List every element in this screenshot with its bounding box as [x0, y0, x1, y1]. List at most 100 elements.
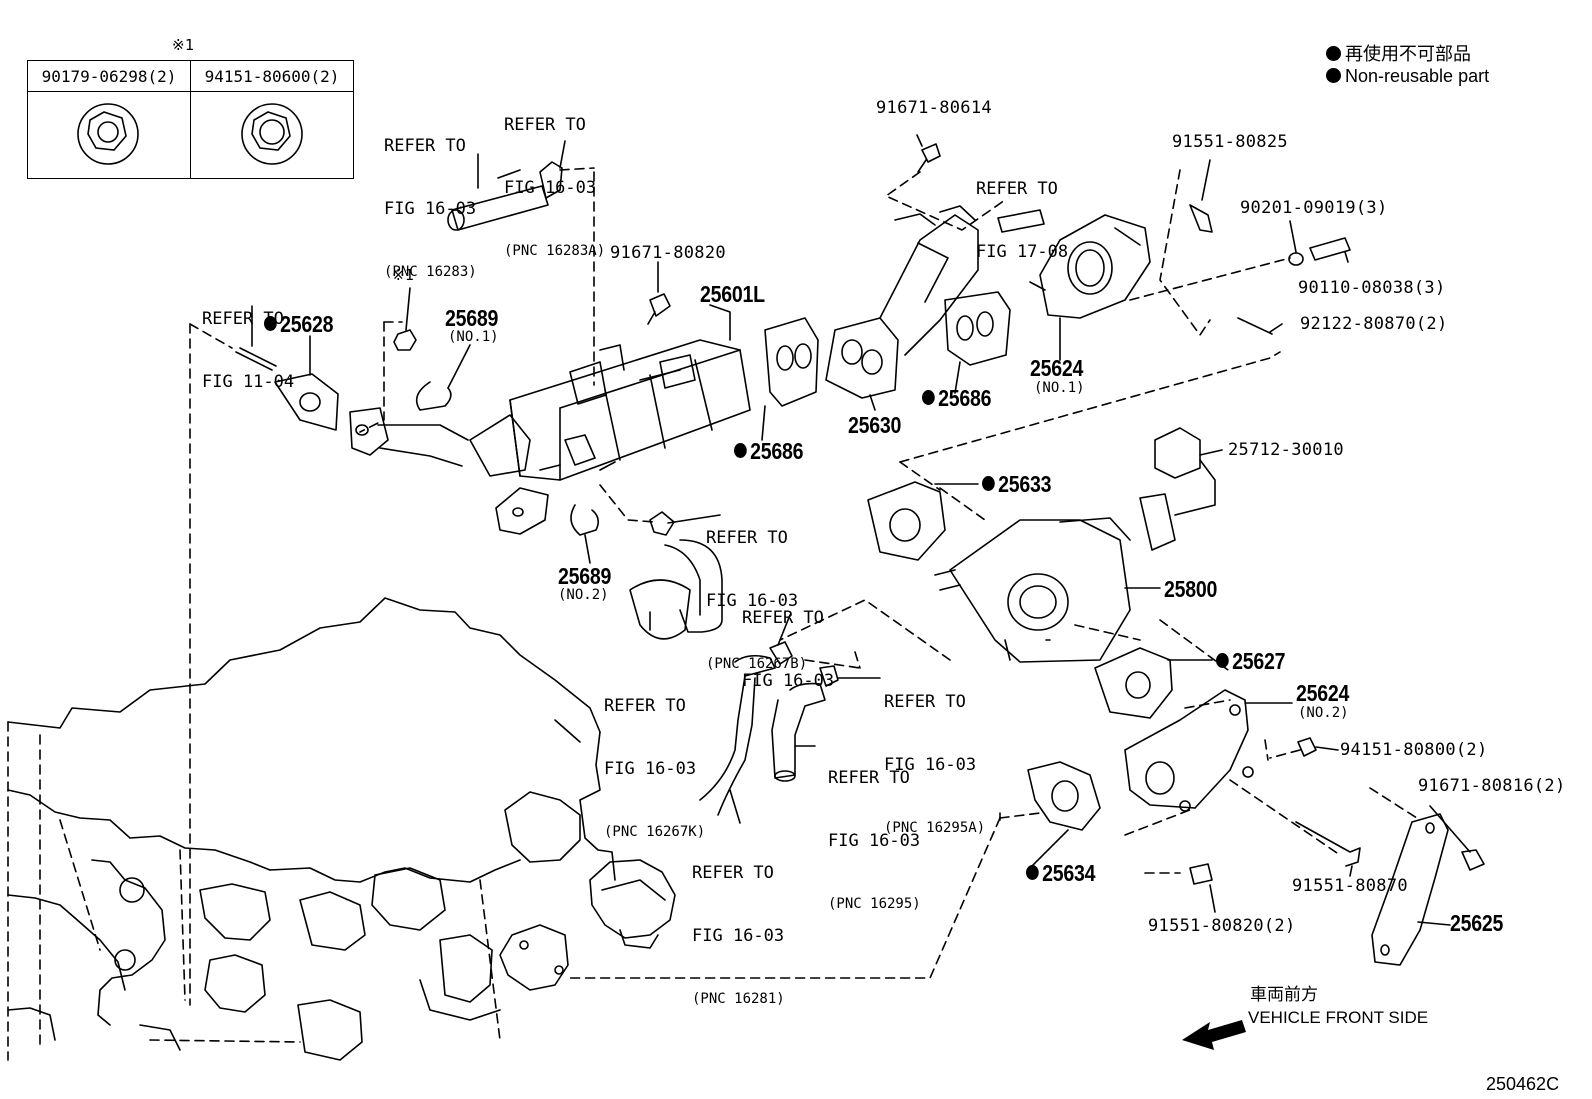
pn-91671-80614[interactable]: 91671-80614: [876, 98, 992, 118]
part-25601L[interactable]: 25601L: [700, 283, 765, 306]
ref-16-03[interactable]: REFER TO FIG 16-03: [742, 566, 834, 713]
fastener-col-2[interactable]: 94151-80600(2): [190, 60, 354, 92]
diagram-id: 250462C: [1486, 1074, 1560, 1094]
clamp-25689-no1: [415, 381, 452, 411]
hose-16295: [771, 665, 839, 782]
washer-90201: [1288, 252, 1304, 266]
vehicle-front-arrow-shape: [1182, 1020, 1246, 1050]
ref-16283A[interactable]: REFER TO FIG 16-03 (PNC 16283A): [504, 73, 605, 283]
part-label: 25800: [1164, 576, 1218, 602]
clamp-25689-no2: [570, 504, 600, 536]
part-25633[interactable]: 25633: [982, 473, 1052, 496]
part-25689-no2[interactable]: 25689: [558, 565, 611, 588]
non-reusable-icon: [264, 316, 277, 332]
engine-block-hidden-lines: [7, 721, 501, 1061]
ref-11-04[interactable]: REFER TO FIG 11-04: [202, 267, 294, 414]
part-25686-a[interactable]: 25686: [734, 438, 804, 464]
pn-91671-80816[interactable]: 91671-80816(2): [1418, 776, 1566, 796]
vehicle-front-jp: 車両前方: [1250, 985, 1318, 1004]
fastener-pic-1: [27, 91, 191, 179]
part-25628[interactable]: 25628: [264, 313, 334, 336]
legend-jp-text: 再使用不可部品: [1345, 44, 1471, 64]
engine-block-outline: [7, 597, 676, 1061]
pn-91671-80820[interactable]: 91671-80820: [610, 243, 726, 263]
ref-line: FIG 16-03: [504, 178, 597, 198]
ref-16281[interactable]: REFER TO FIG 16-03 (PNC 16281): [692, 821, 785, 1031]
fastener-pic-2: [190, 91, 354, 179]
sensor-25712: [1139, 427, 1216, 551]
part-25624-no2[interactable]: 25624: [1296, 682, 1349, 705]
elbow-25624-no1: [1029, 214, 1151, 319]
nut-94151-80800: [1297, 737, 1317, 757]
ref-16283[interactable]: REFER TO FIG 16-03 (PNC 16283): [384, 94, 477, 304]
pn-91551-80825[interactable]: 91551-80825: [1172, 132, 1288, 152]
bullet-icon: [1326, 45, 1341, 61]
part-25624-no1[interactable]: 25624: [1030, 357, 1083, 380]
part-25625[interactable]: 25625: [1450, 912, 1503, 935]
ref-pnc: (PNC 16281): [692, 991, 785, 1007]
ref-line: FIG 16-03: [384, 199, 477, 219]
gasket-25634-drawing: [1027, 761, 1101, 831]
ref-line: FIG 16-03: [742, 671, 835, 691]
part-label: 25686: [750, 438, 804, 464]
bolt-91551-80870: [1295, 821, 1361, 867]
ref-16295A[interactable]: REFER TO FIG 16-03 (PNC 16295A): [884, 650, 985, 860]
ref-pnc: (PNC 16295): [828, 896, 921, 912]
egr-valve-25630: [825, 205, 979, 399]
pn-91551-80870[interactable]: 91551-80870: [1292, 876, 1408, 896]
part-label: 25624: [1296, 680, 1350, 706]
part-25686-b[interactable]: 25686: [922, 385, 992, 411]
bolt-91551-80820: [1189, 863, 1213, 885]
part-label: 25686: [938, 385, 992, 411]
ref-17-08[interactable]: REFER TO FIG 17-08: [976, 137, 1068, 284]
non-reusable-icon: [982, 476, 995, 492]
ref-line: REFER TO: [828, 768, 910, 788]
pn-90110-08038[interactable]: 90110-08038(3): [1298, 278, 1446, 298]
pipe-25624-no2: [1124, 689, 1254, 812]
bullet-icon: [1326, 67, 1341, 83]
ref-16295[interactable]: REFER TO FIG 16-03 (PNC 16295): [828, 726, 921, 936]
fastener-table-marker: ※1: [172, 36, 195, 54]
stud-92122: [1237, 317, 1273, 335]
part-label: 25630: [848, 412, 902, 438]
ref-line: FIG 17-08: [976, 242, 1069, 262]
egr-valve-25800: [934, 517, 1131, 663]
pn-90201-09019[interactable]: 90201-09019(3): [1240, 198, 1388, 218]
ref-line: FIG 11-04: [202, 372, 295, 392]
bolt-91671-80820: [647, 293, 671, 325]
part-label: 25627: [1232, 648, 1286, 674]
ref-16267B[interactable]: REFER TO FIG 16-03 (PNC 16267B): [706, 486, 807, 696]
legend-en-text: Non-reusable part: [1345, 66, 1490, 86]
non-reusable-icon: [922, 390, 935, 406]
hose-16281: [699, 641, 793, 816]
stud-drawing: [235, 347, 277, 371]
bolt-91551-80825: [1189, 204, 1213, 233]
ref-line: REFER TO: [692, 863, 774, 883]
bolt-91671-80614: [917, 143, 941, 173]
ref-pnc: (PNC 16283A): [504, 243, 606, 259]
pn-94151-80800[interactable]: 94151-80800(2): [1340, 740, 1488, 760]
part-25689-no1[interactable]: 25689: [445, 307, 498, 330]
pn-91551-80820[interactable]: 91551-80820(2): [1148, 916, 1296, 936]
fastener-col-1[interactable]: 90179-06298(2): [27, 60, 191, 92]
legend-en: Non-reusable part: [1326, 66, 1489, 87]
part-25634[interactable]: 25634: [1026, 860, 1096, 886]
ref-pnc: (PNC 16267K): [604, 824, 706, 840]
ref-pnc: (PNC 16295A): [884, 820, 986, 836]
pn-92122-80870[interactable]: 92122-80870(2): [1300, 314, 1448, 334]
ref-line: FIG 16-03: [692, 926, 785, 946]
part-25800[interactable]: 25800: [1164, 578, 1217, 601]
nut-marker1: [393, 329, 417, 351]
part-label: 25625: [1450, 910, 1504, 936]
ref-16267K[interactable]: REFER TO FIG 16-03 (PNC 16267K): [604, 654, 705, 864]
part-label: 25689: [558, 563, 612, 589]
label-leader-lines: [251, 134, 1471, 926]
hose-16267B: [629, 511, 723, 640]
part-25627[interactable]: 25627: [1216, 648, 1286, 674]
pn-25712-30010[interactable]: 25712-30010: [1228, 440, 1344, 460]
part-label: 25634: [1042, 860, 1096, 886]
part-label: 25601L: [700, 281, 765, 307]
part-25630[interactable]: 25630: [848, 414, 901, 437]
ref-line: REFER TO: [742, 608, 824, 628]
